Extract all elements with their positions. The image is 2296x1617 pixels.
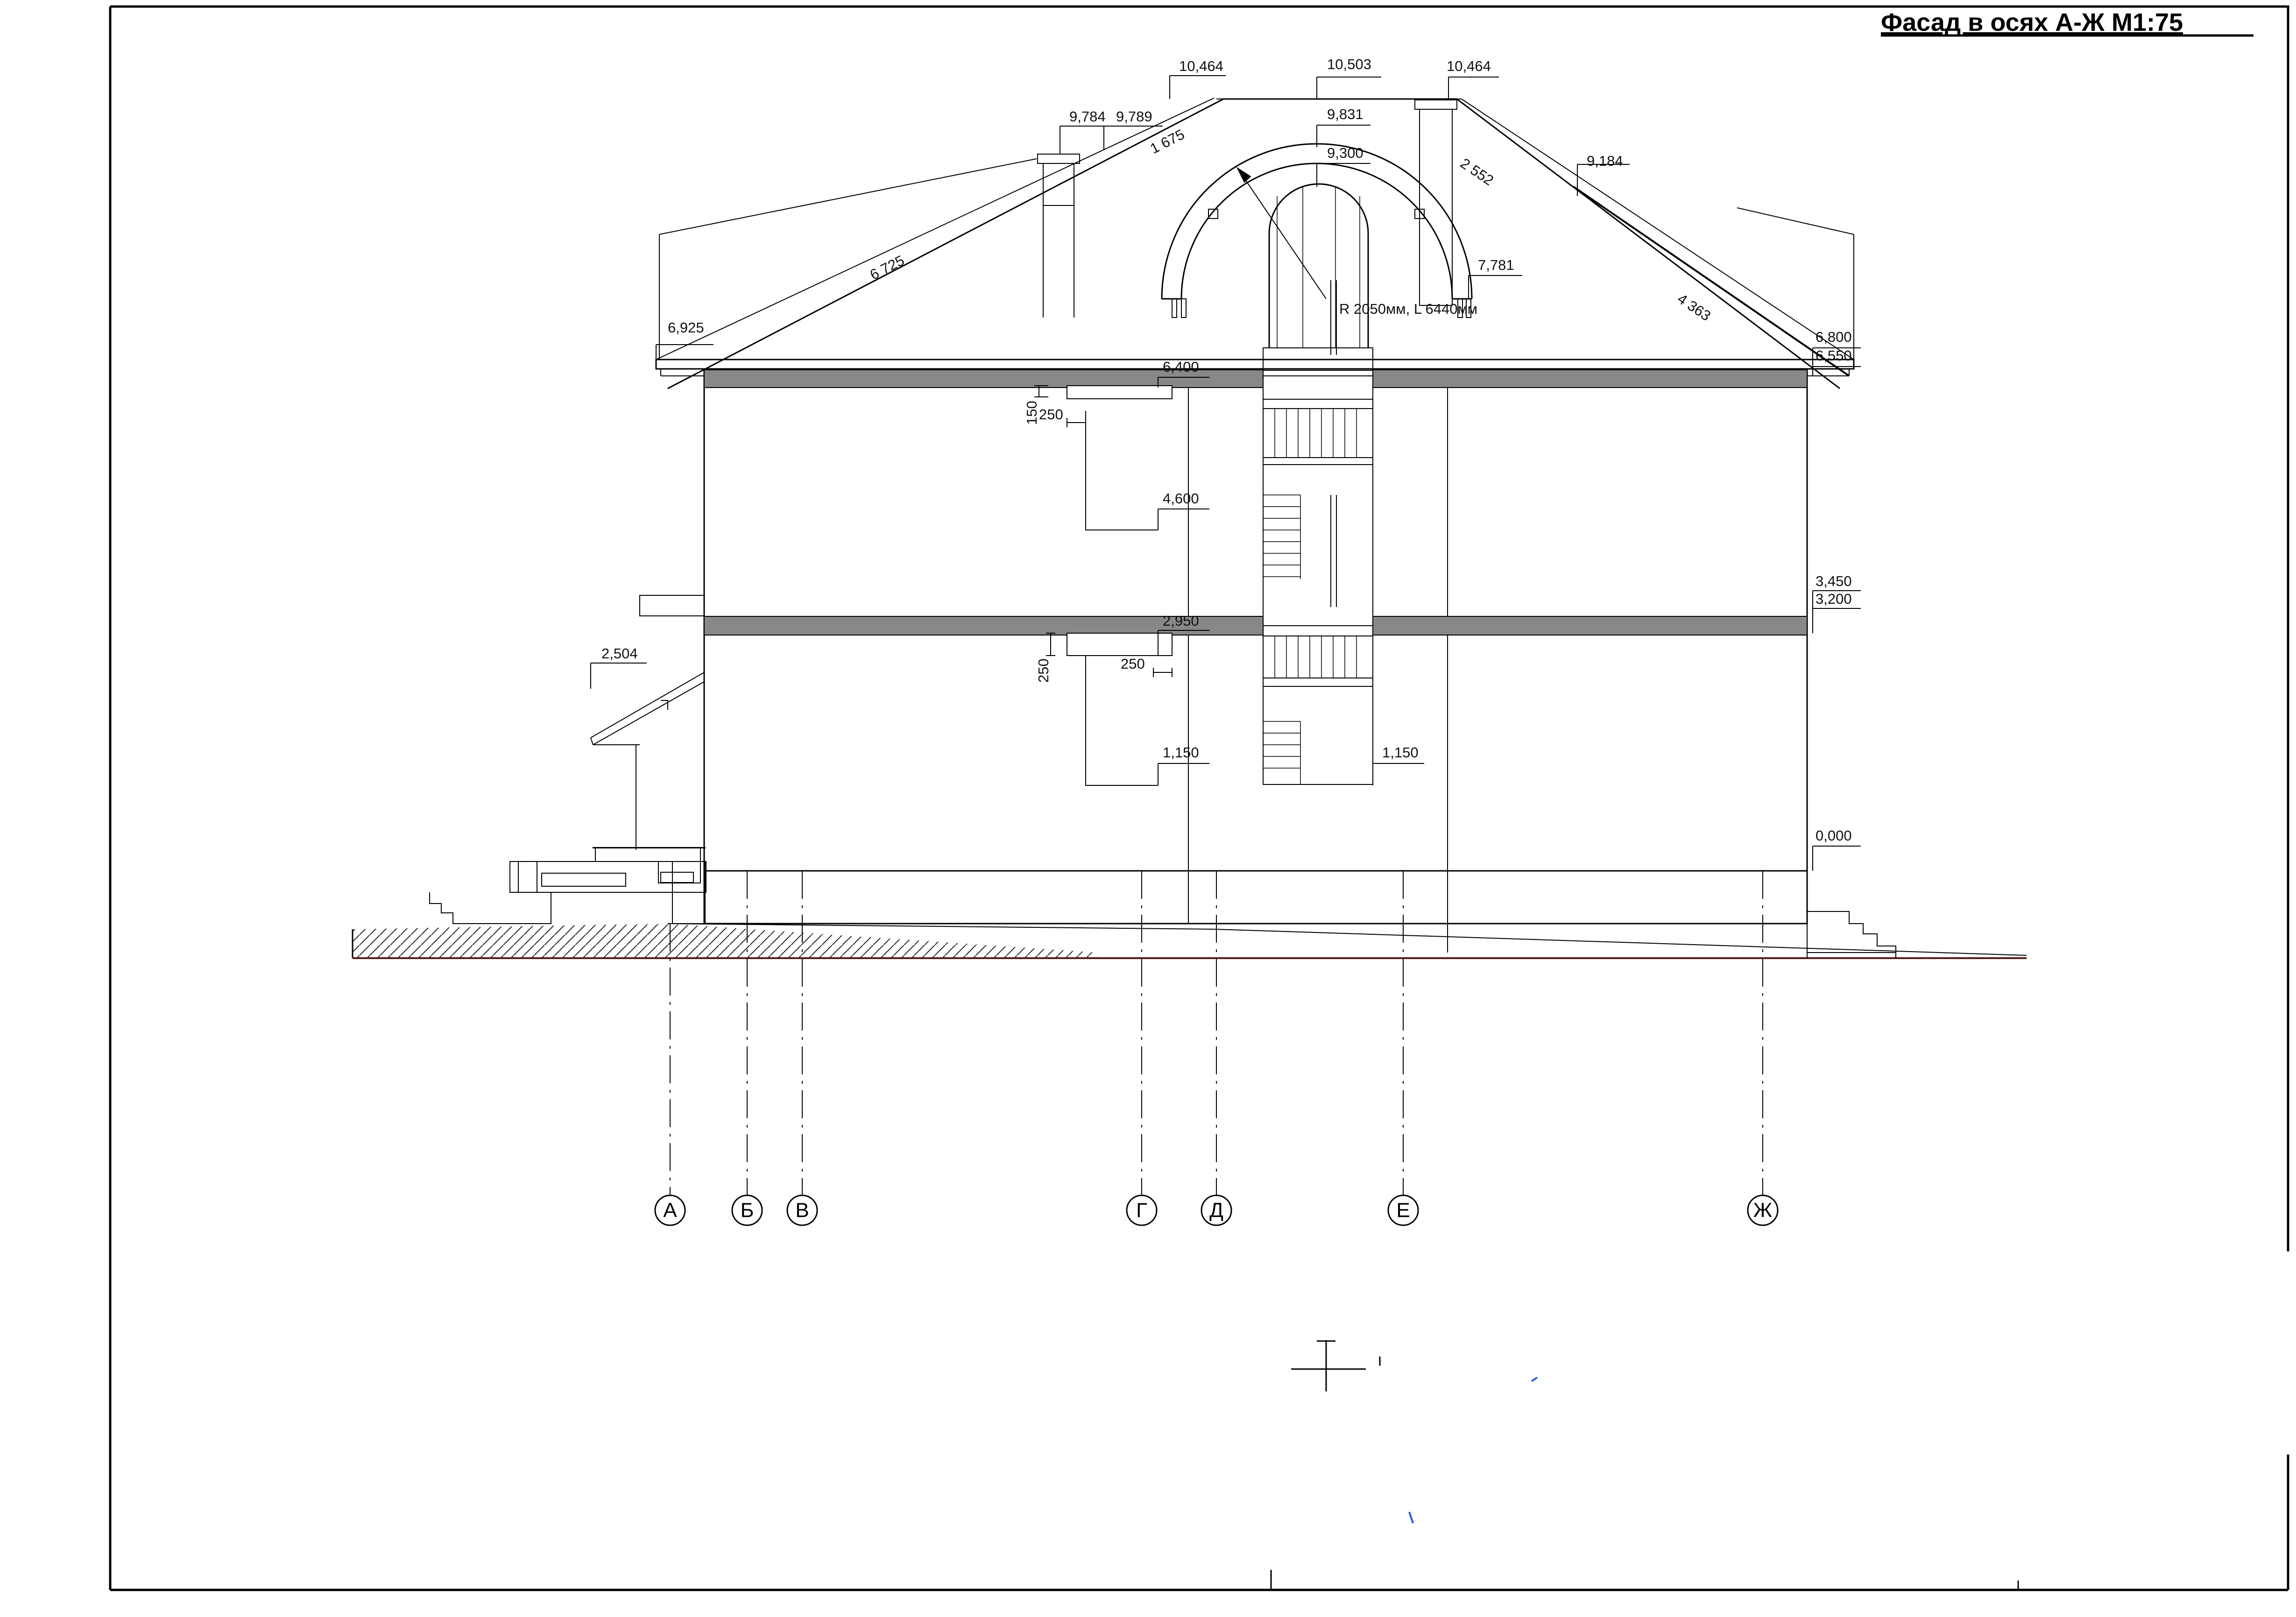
- stray-marks: [1291, 1340, 1381, 1391]
- drawing-title: Фасад в осях А-Ж М1:75: [1881, 8, 2183, 36]
- dimension-labels: 6 725 1 675 2 552 4 363 150 250 250 250 …: [867, 126, 1714, 683]
- axis-bubble-b: [731, 1194, 763, 1226]
- level-arch-base: 7,781: [1478, 257, 1514, 273]
- level-arch-top: 9,831: [1327, 106, 1363, 122]
- axis-markers: А Б В Г Д Е Ж: [654, 1194, 1779, 1226]
- level-ridge-left: 10,464: [1179, 58, 1223, 74]
- dim-v250: 250: [1035, 658, 1052, 683]
- blue-marks: [1408, 1377, 1538, 1524]
- dim-h250-bot: 250: [1121, 656, 1145, 672]
- level-chimney-l1: 9,784: [1069, 108, 1106, 125]
- level-slab1-r-bot: 3,200: [1816, 591, 1852, 607]
- level-ridge-right: 10,464: [1447, 58, 1491, 74]
- level-slab1-top: 2,950: [1163, 613, 1199, 629]
- drawing-frame: [109, 5, 2289, 1591]
- level-labels: 10,464 10,503 10,464 9,784 9,789 9,831 9…: [601, 56, 1852, 844]
- level-eave-right-bot: 6,550: [1816, 347, 1852, 364]
- building: [655, 359, 1855, 953]
- axis-lines: [670, 871, 1763, 1195]
- roof: [656, 98, 1854, 389]
- dim-roof-left-main: 6 725: [867, 252, 907, 283]
- axis-label-zh: Ж: [1753, 1199, 1773, 1222]
- window-outlines: [1085, 411, 1158, 786]
- level-win2-bottom: 4,600: [1163, 490, 1199, 507]
- dim-h250-top: 250: [1039, 406, 1063, 423]
- dim-roof-right-main: 4 363: [1674, 290, 1714, 324]
- axis-label-e: Е: [1396, 1199, 1410, 1222]
- axis-bubble-g: [1126, 1194, 1158, 1226]
- axis-bubble-e: [1387, 1194, 1419, 1226]
- level-slab2-top: 6,400: [1163, 359, 1199, 375]
- axis-label-v: В: [795, 1199, 809, 1222]
- level-zero: 0,000: [1816, 827, 1852, 844]
- axis-bubble-zh: [1747, 1194, 1779, 1226]
- chimneys: [1037, 99, 1457, 318]
- level-eave-right-top: 6,800: [1816, 329, 1852, 345]
- axis-label-d: Д: [1209, 1199, 1223, 1222]
- level-win1-left: 1,150: [1163, 744, 1199, 761]
- level-leaders: [590, 75, 1861, 871]
- floor-slabs: [704, 369, 1808, 656]
- level-roof-right: 9,184: [1587, 153, 1623, 169]
- axis-label-b: Б: [741, 1199, 754, 1222]
- dim-v150: 150: [1024, 401, 1040, 425]
- axis-bubble-v: [786, 1194, 818, 1226]
- axis-label-a: А: [663, 1199, 677, 1222]
- axis-bubble-d: [1201, 1194, 1232, 1226]
- level-win1-right: 1,150: [1382, 744, 1419, 761]
- stair-tower: [1263, 280, 1373, 785]
- axis-bubble-a: [654, 1194, 686, 1226]
- level-eave-left: 6,925: [668, 319, 704, 336]
- porch-left: [429, 595, 706, 924]
- level-chimney-l2: 9,789: [1116, 108, 1152, 125]
- dim-roof-left-upper: 1 675: [1147, 126, 1187, 157]
- axis-label-g: Г: [1136, 1199, 1147, 1222]
- level-porch: 2,504: [601, 645, 638, 662]
- level-slab1-r-top: 3,450: [1816, 573, 1852, 589]
- level-arch-inner: 9,300: [1327, 145, 1363, 161]
- dim-roof-right-upper: 2 552: [1457, 155, 1497, 189]
- dim-arc-note: R 2050мм, L 6440мм: [1339, 301, 1477, 317]
- ground: [352, 923, 2027, 959]
- level-ridge-center: 10,503: [1327, 56, 1371, 72]
